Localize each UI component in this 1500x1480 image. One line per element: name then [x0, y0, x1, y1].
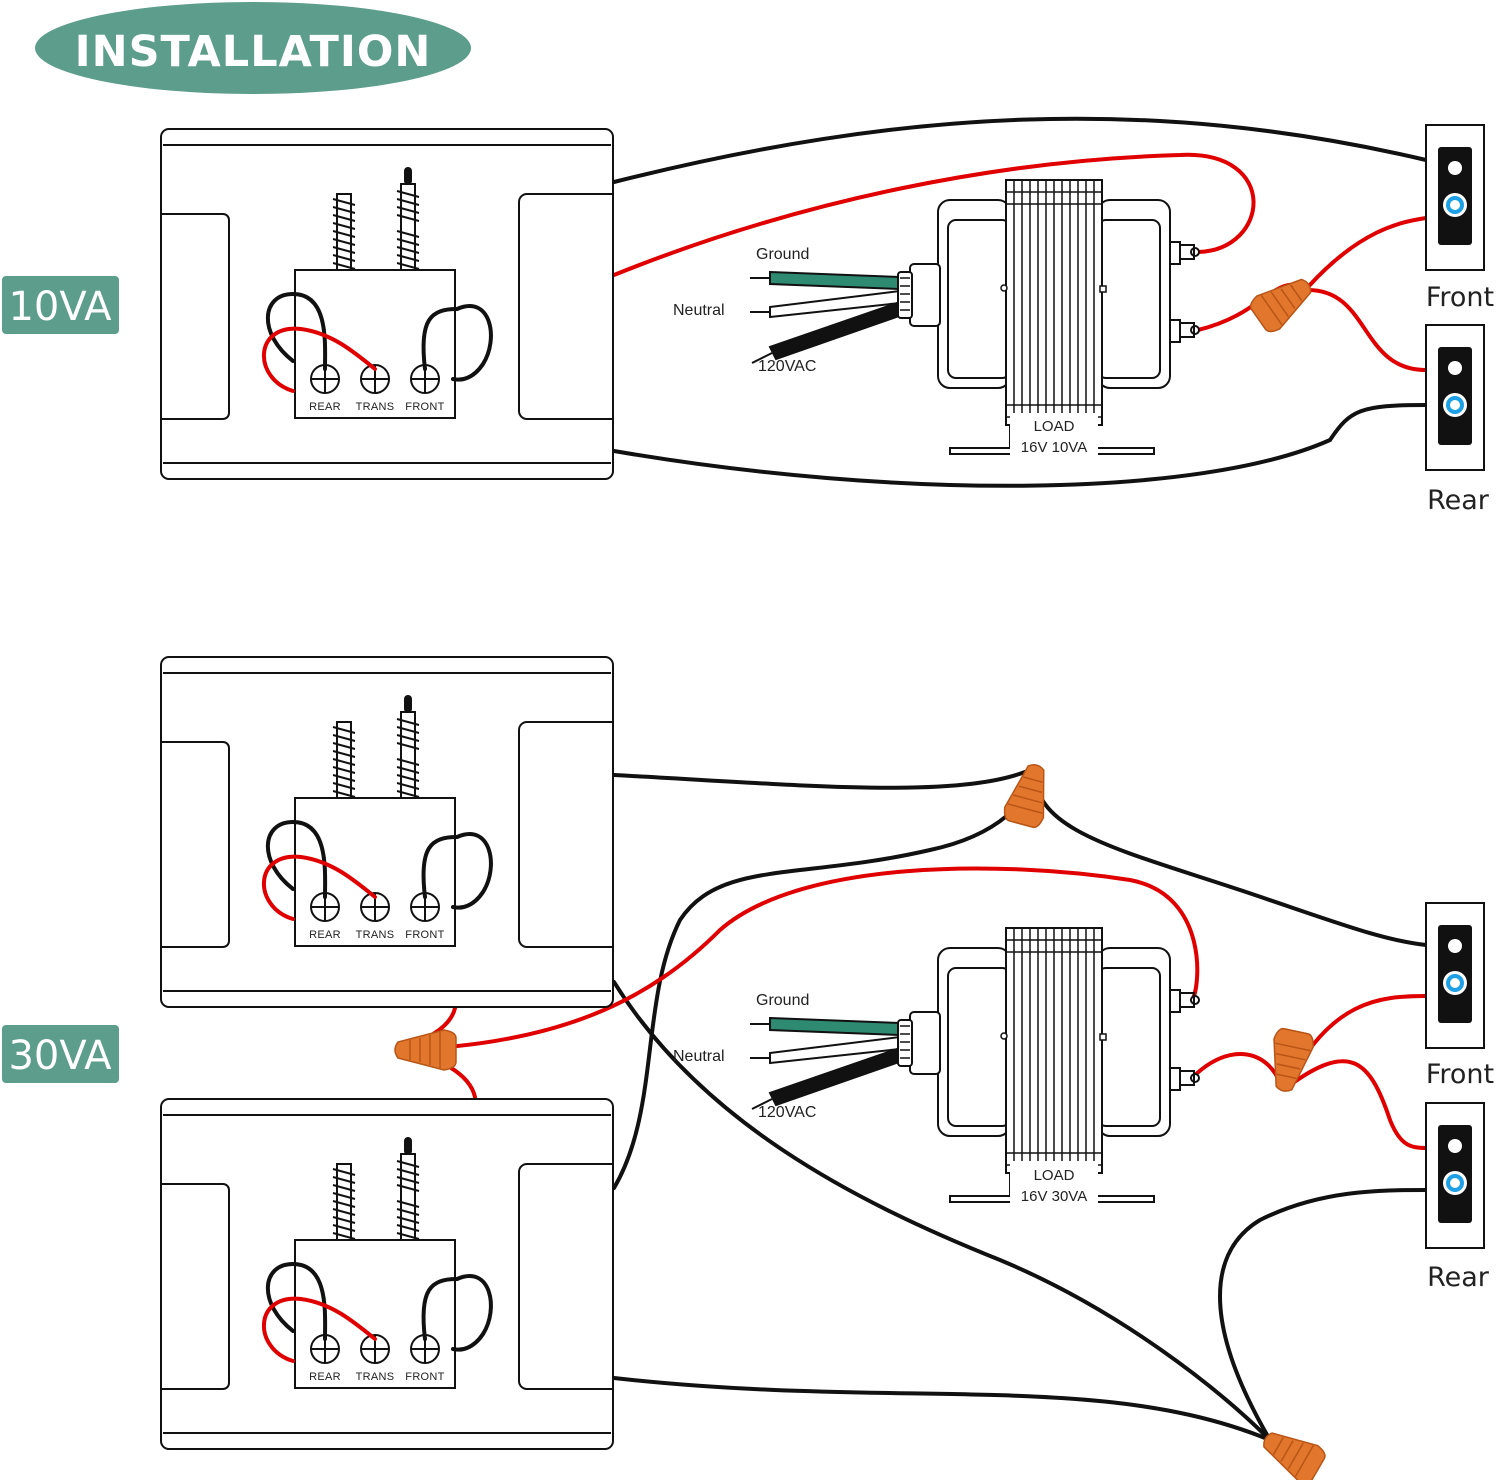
wire-red-nut-front: [1306, 216, 1428, 289]
wire-black-nut-to-front: [1033, 768, 1428, 947]
wire-red-nut-rear: [1306, 288, 1428, 372]
button-label-front: Front: [1426, 1059, 1494, 1090]
wire-black-chime2-to-nut: [612, 768, 1038, 1190]
page-title: INSTALLATION: [75, 27, 432, 77]
button-rear-10va: [1425, 324, 1485, 471]
terminal-label-trans: TRANS: [356, 1371, 395, 1383]
terminal-label-rear: REAR: [309, 401, 341, 413]
rating-title: LOAD: [1034, 418, 1075, 435]
wire-black-chime1-to-lower-nut: [612, 980, 1272, 1442]
wire-red-nut-to-xfmr: [396, 866, 1200, 1052]
lead-label-ground: Ground: [756, 992, 809, 1009]
wire-nut-10va: [1246, 267, 1321, 337]
rating-title: LOAD: [1034, 1167, 1075, 1184]
wire-nut-middle: [1263, 1026, 1317, 1096]
transformer-10va: LOAD 16V 10VA: [897, 179, 1200, 457]
lead-label-neutral: Neutral: [673, 1048, 725, 1065]
transformer-30va: LOAD 16V 30VA: [897, 927, 1200, 1205]
chime-unit-30va-lower: REAR TRANS FRONT: [159, 1097, 615, 1451]
section-30va: 30VA REAR TRANS FRONT REAR TRANS FRONT: [2, 655, 1494, 1480]
terminal-label-front: FRONT: [405, 1371, 444, 1383]
button-front-30va: [1425, 902, 1485, 1049]
button-label-rear: Rear: [1427, 1262, 1490, 1293]
lead-label-120vac: 120VAC: [758, 1104, 816, 1121]
badge-10va-label: 10VA: [8, 284, 112, 330]
terminal-label-rear: REAR: [309, 1371, 341, 1383]
badge-30va: [2, 1025, 119, 1083]
title-pill: INSTALLATION: [35, 2, 471, 94]
wire-red-nut2-to-rear: [1284, 1059, 1428, 1150]
chime-unit-30va-upper: REAR TRANS FRONT: [159, 655, 615, 1009]
button-rear-30va: [1425, 1102, 1485, 1249]
badge-10va: [2, 276, 119, 334]
wire-red-chime-trans: [612, 152, 1256, 277]
terminal-label-front: FRONT: [405, 401, 444, 413]
terminal-label-front: FRONT: [405, 929, 444, 941]
button-label-front: Front: [1426, 282, 1494, 313]
lead-label-120vac: 120VAC: [758, 358, 816, 375]
terminal-label-trans: TRANS: [356, 929, 395, 941]
wire-black-chime1-to-nut: [612, 768, 1032, 790]
wire-leads-30va: [749, 1017, 903, 1110]
title-pill-background: [35, 2, 471, 94]
terminal-label-rear: REAR: [309, 929, 341, 941]
wire-black-lower-nut-to-rear: [1218, 1188, 1428, 1442]
wire-black-chime-rear: [612, 403, 1428, 488]
wire-leads-10va: [749, 271, 903, 364]
terminal-label-trans: TRANS: [356, 401, 395, 413]
wire-black-chime2-to-lower-nut: [612, 1376, 1272, 1442]
lead-label-ground: Ground: [756, 246, 809, 263]
section-10va: 10VA REAR TRANS FRONT Ground Neutral 120…: [2, 116, 1494, 516]
wire-nut-upper: [1000, 759, 1057, 830]
lead-label-neutral: Neutral: [673, 302, 725, 319]
chime-unit-10va: REAR TRANS FRONT: [159, 127, 615, 481]
wire-red-xfmr-to-nut2: [1190, 1052, 1284, 1090]
badge-30va-label: 30VA: [8, 1033, 112, 1079]
wire-black-chime-front: [612, 116, 1428, 184]
rating-value: 16V 10VA: [1021, 439, 1087, 456]
button-front-10va: [1425, 124, 1485, 271]
wire-nut-chime-trans: [394, 1029, 457, 1071]
button-label-rear: Rear: [1427, 485, 1490, 516]
rating-value: 16V 30VA: [1021, 1188, 1087, 1205]
